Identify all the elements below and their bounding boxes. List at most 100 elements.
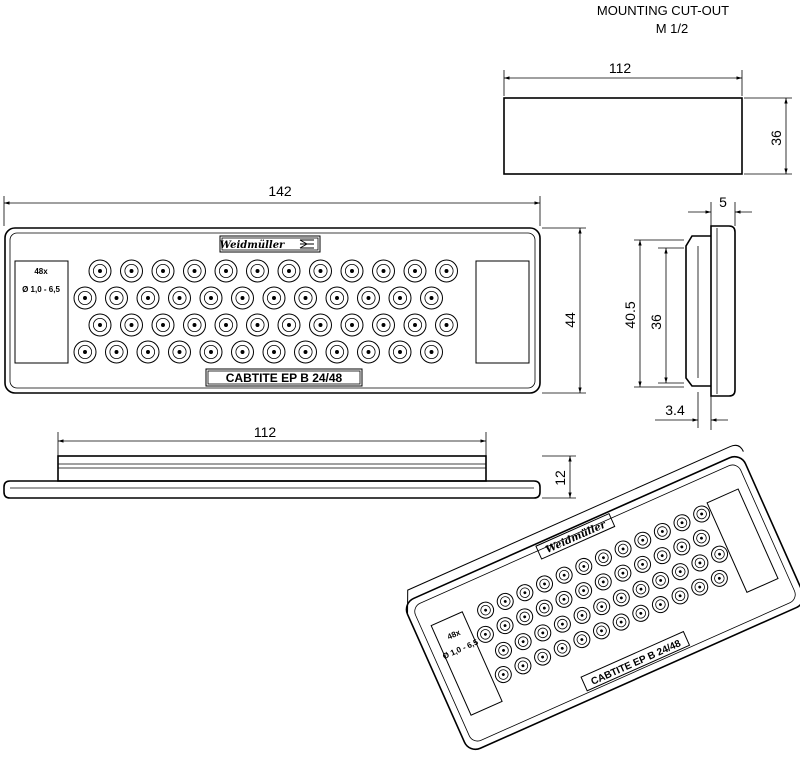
left-label-panel [14,260,69,364]
grommet-hole [73,340,97,364]
grommet-hole [496,592,514,610]
brand-mark-icon [299,239,314,249]
grommet-hole [573,631,591,649]
grommet-hole [199,286,223,310]
grommet-hole [136,286,160,310]
grommet-hole [294,286,317,310]
iso-brand-plate [535,512,616,560]
grommet-hole [594,549,612,567]
grommet-hole [183,313,206,337]
grommet-hole [357,286,380,310]
grommet-hole [710,569,728,587]
grommet-hole [325,286,349,310]
grommet-hole [277,313,301,337]
brand-plate [219,235,321,253]
grommet-hole [535,599,553,617]
bottom-body [57,455,487,482]
grommet-hole [594,573,612,591]
brand-logo: Weidmüller [220,240,285,251]
bottom-height-dim: 12 [552,470,568,486]
grommet-hole [340,259,364,283]
grommet-hole [294,340,317,364]
front-view: 142 44 Weidmüller 48x Ø 1,0 - 6,5 CABTIT… [3,183,586,394]
grommet-hole [632,604,650,622]
grommet-hole [692,529,710,547]
grommet-hole [309,259,332,283]
grommet-hole [73,286,97,310]
grommet-hole [388,340,412,364]
product-label-plate-inner [207,370,361,385]
grommet-hole [183,259,206,283]
grommet-hole [88,313,112,337]
front-width-dim: 142 [268,183,292,199]
brand-plate-inner [221,237,319,251]
grommet-hole [231,286,254,310]
grommet-hole [120,313,143,337]
side-flange [710,225,736,397]
iso-product-label-plate [580,630,691,692]
grommet-hole [388,286,412,310]
grommet-hole [673,538,691,556]
grommet-hole [711,545,729,563]
diameter-label: Ø 1,0 - 6,5 [22,285,60,294]
front-height-dim: 44 [562,312,578,328]
front-outer-frame [4,227,541,394]
grommet-hole [494,666,512,684]
grommet-hole [693,505,711,523]
grommet-hole [671,587,689,605]
grommet-hole [372,259,395,283]
iso-left-panel [430,611,503,716]
grommet-hole [214,313,238,337]
grommet-hole [553,639,571,657]
grommet-hole [105,340,128,364]
grommet-hole [168,286,191,310]
grommet-hole [691,578,709,596]
grommet-hole [435,259,458,283]
product-label-plate [205,368,363,387]
cutout-height-dim: 36 [768,130,784,146]
grommet-hole [632,580,650,598]
grommet-hole [652,571,670,589]
grommet-hole [151,259,175,283]
side-inner-height-dim: 36 [648,314,664,330]
grommet-hole [514,657,532,675]
iso-inner-frame [414,464,796,742]
right-label-panel [475,260,530,364]
grommet-hole [403,313,427,337]
grommet-hole [534,648,552,666]
cutout-rect [503,97,743,175]
grommet-hole [214,259,238,283]
grommet-hole [536,575,554,593]
hole-count-label: 48x [34,267,48,276]
side-view: 5 40.5 36 3.4 [622,194,752,430]
grommet-hole [593,622,611,640]
cutout-view: 112 36 [503,60,792,175]
mounting-cutout-subtitle: M 1/2 [656,21,689,36]
grommet-hole [88,259,112,283]
grommet-hole [136,340,160,364]
grommet-hole [420,340,443,364]
bottom-width-dim: 112 [254,424,277,440]
grommet-hole [372,313,395,337]
bottom-view: 112 12 [3,424,576,499]
grommet-hole [634,531,652,549]
grommet-hole [671,563,689,581]
iso-top-edge [407,444,744,615]
grommet-hole [325,340,349,364]
grommet-hole [151,313,175,337]
grommet-hole [403,259,427,283]
grommet-hole [477,601,495,619]
side-outer-height-dim: 40.5 [622,301,638,328]
grommet-hole [691,554,709,572]
grommet-hole [593,598,611,616]
grommet-hole [494,641,512,659]
grommet-hole [634,555,652,573]
grommet-hole [357,340,380,364]
grommet-hole [555,566,573,584]
grommet-hole [573,606,591,624]
grommet-hole [614,564,632,582]
grommet-hole [231,340,254,364]
grommet-hole [653,522,671,540]
iso-hole-grid [476,505,729,684]
